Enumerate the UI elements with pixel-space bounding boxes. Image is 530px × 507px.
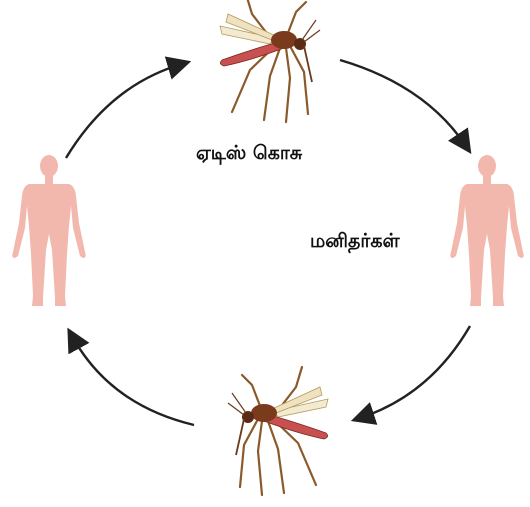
cycle-arrow bbox=[340, 60, 466, 146]
mosquito-icon bbox=[220, 0, 320, 122]
cycle-arrow bbox=[66, 64, 182, 158]
human-figure-icon bbox=[450, 155, 523, 306]
mosquito-label: ஏடிஸ் கொசு bbox=[196, 142, 302, 167]
cycle-arrow bbox=[72, 336, 194, 425]
mosquito-icon bbox=[228, 367, 328, 495]
cycle-arrow bbox=[360, 326, 470, 418]
humans-label: மனிதர்கள் bbox=[310, 230, 400, 255]
human-figure-icon bbox=[12, 155, 85, 306]
